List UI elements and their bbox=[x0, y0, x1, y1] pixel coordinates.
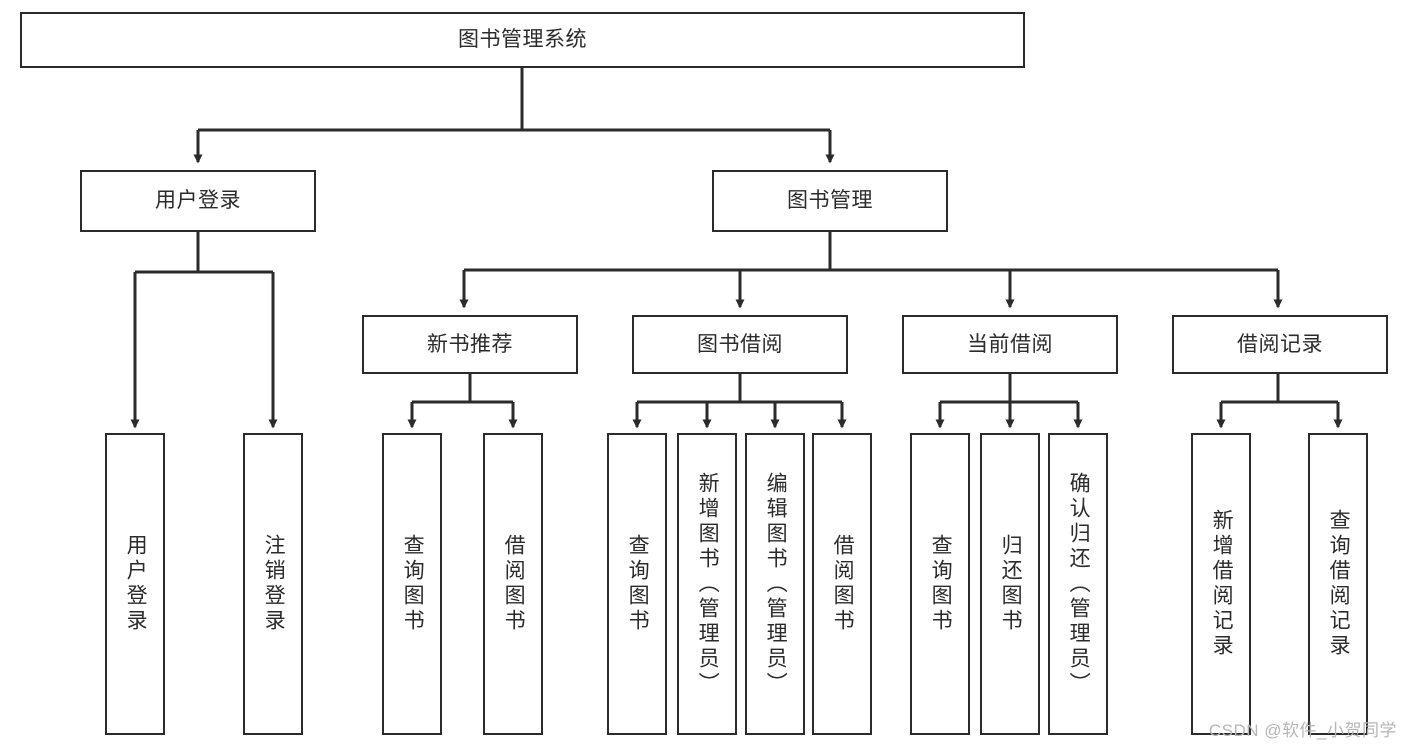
node-leaf-query-record-label: 查询借阅记录 bbox=[1327, 509, 1351, 659]
node-borrow-record[interactable]: 借阅记录 bbox=[1172, 315, 1388, 374]
node-leaf-query-book-2[interactable]: 查询图书 bbox=[607, 433, 667, 735]
node-leaf-add-record[interactable]: 新增借阅记录 bbox=[1191, 433, 1251, 735]
node-leaf-add-book[interactable]: 新增图书（管理员） bbox=[677, 433, 737, 735]
node-leaf-return-book-label: 归还图书 bbox=[999, 534, 1023, 634]
node-leaf-add-book-label: 新增图书（管理员） bbox=[696, 471, 720, 697]
node-book-borrow-label: 图书借阅 bbox=[697, 332, 783, 356]
node-leaf-borrow-book-2-label: 借阅图书 bbox=[831, 534, 855, 634]
node-user-login[interactable]: 用户登录 bbox=[80, 170, 316, 232]
node-root[interactable]: 图书管理系统 bbox=[20, 12, 1025, 68]
node-leaf-borrow-book-1[interactable]: 借阅图书 bbox=[483, 433, 543, 735]
node-root-label: 图书管理系统 bbox=[458, 28, 587, 52]
node-leaf-edit-book-label: 编辑图书（管理员） bbox=[764, 471, 788, 697]
node-leaf-borrow-book-2[interactable]: 借阅图书 bbox=[812, 433, 872, 735]
node-leaf-query-book-1[interactable]: 查询图书 bbox=[382, 433, 442, 735]
node-leaf-add-record-label: 新增借阅记录 bbox=[1210, 509, 1234, 659]
node-leaf-confirm-return-label: 确认归还（管理员） bbox=[1067, 471, 1091, 697]
node-book-management-label: 图书管理 bbox=[787, 189, 873, 213]
node-leaf-query-book-3-label: 查询图书 bbox=[929, 534, 953, 634]
node-leaf-logout-login[interactable]: 注销登录 bbox=[243, 433, 303, 735]
node-leaf-query-book-2-label: 查询图书 bbox=[626, 534, 650, 634]
node-leaf-confirm-return[interactable]: 确认归还（管理员） bbox=[1048, 433, 1108, 735]
node-leaf-edit-book[interactable]: 编辑图书（管理员） bbox=[745, 433, 805, 735]
node-leaf-user-login-label: 用户登录 bbox=[124, 534, 148, 634]
node-leaf-query-book-1-label: 查询图书 bbox=[401, 534, 425, 634]
node-current-borrow-label: 当前借阅 bbox=[967, 332, 1053, 356]
node-user-login-label: 用户登录 bbox=[155, 189, 241, 213]
node-leaf-borrow-book-1-label: 借阅图书 bbox=[502, 534, 526, 634]
node-leaf-return-book[interactable]: 归还图书 bbox=[980, 433, 1040, 735]
node-leaf-query-book-3[interactable]: 查询图书 bbox=[910, 433, 970, 735]
node-current-borrow[interactable]: 当前借阅 bbox=[902, 315, 1118, 374]
node-leaf-logout-login-label: 注销登录 bbox=[262, 534, 286, 634]
node-leaf-user-login[interactable]: 用户登录 bbox=[105, 433, 165, 735]
node-new-book-recommend[interactable]: 新书推荐 bbox=[362, 315, 578, 374]
node-book-borrow[interactable]: 图书借阅 bbox=[632, 315, 848, 374]
node-new-book-recommend-label: 新书推荐 bbox=[427, 332, 513, 356]
node-borrow-record-label: 借阅记录 bbox=[1237, 332, 1323, 356]
node-leaf-query-record[interactable]: 查询借阅记录 bbox=[1308, 433, 1368, 735]
node-book-management[interactable]: 图书管理 bbox=[712, 170, 948, 232]
